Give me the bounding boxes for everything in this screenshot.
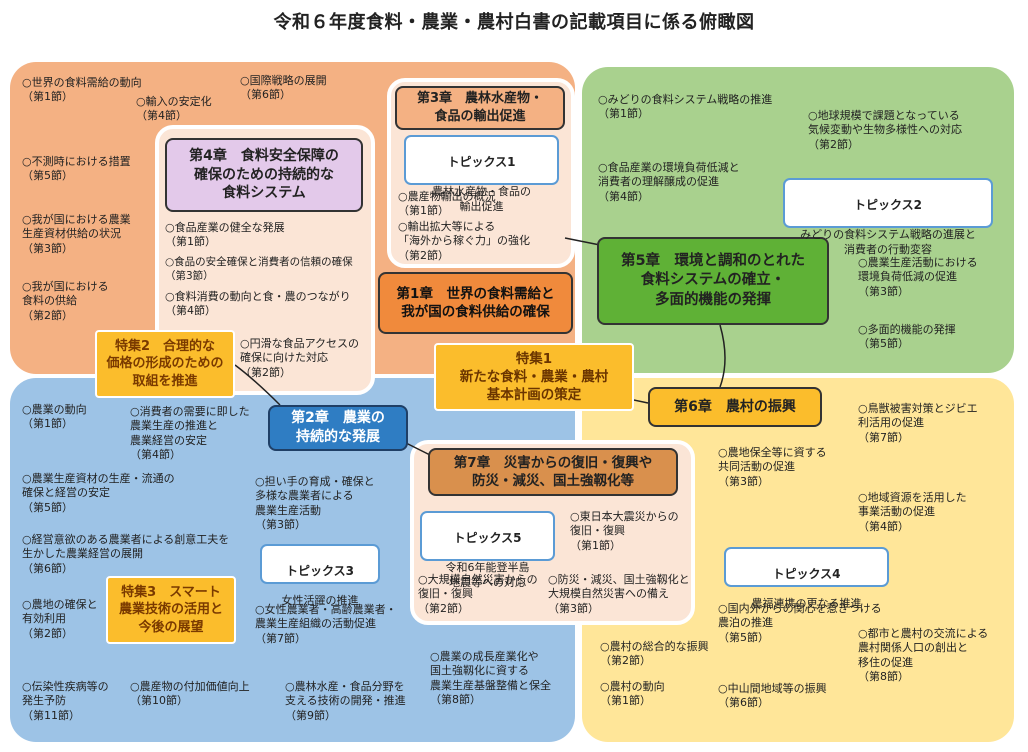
ch6-item-1: ○農村の動向 （第1節） bbox=[600, 680, 665, 708]
topic-4-title: トピックス4 bbox=[772, 566, 841, 581]
page-title: 令和６年度食料・農業・農村白書の記載項目に係る俯瞰図 bbox=[273, 12, 755, 33]
ch6-item-5: ○国内外からの関心を惹きつける 農泊の推進 （第5節） bbox=[718, 602, 882, 644]
ch5-item-4: ○食品産業の環境負荷低減と 消費者の理解醸成の促進 （第4節） bbox=[598, 161, 740, 203]
ch2-item-9: ○農林水産・食品分野を 支える技術の開発・推進 （第9節） bbox=[285, 680, 406, 722]
ch7-item-2: ○大規模自然災害からの 復旧・復興 （第2節） bbox=[418, 573, 538, 615]
topic-3-body: 女性活躍の推進 bbox=[281, 593, 359, 607]
topic-5-body: 令和6年能登半島 地震等への対応 bbox=[445, 560, 530, 589]
ch4-item-3: ○食品の安全確保と消費者の信頼の確保 （第3節） bbox=[165, 256, 353, 282]
ch5-item-1: ○みどりの食料システム戦略の推進 （第1節） bbox=[598, 93, 773, 121]
ch2-item-3: ○担い手の育成・確保と 多様な農業者による 農業生産活動 （第3節） bbox=[255, 475, 375, 531]
ch7-item-1: ○東日本大震災からの 復旧・復興 （第1節） bbox=[570, 510, 679, 552]
chapter5-box: 第5章 環境と調和のとれた 食料システムの確立・ 多面的機能の発揮 bbox=[597, 237, 829, 325]
special-feature-2: 特集2 合理的な 価格の形成のための 取組を推進 bbox=[95, 330, 235, 398]
ch6-item-4: ○地域資源を活用した 事業活動の促進 （第4節） bbox=[858, 491, 967, 533]
ch6-item-8: ○都市と農村の交流による 農村関係人口の創出と 移住の促進 （第8節） bbox=[858, 627, 989, 683]
ch6-item-7: ○鳥獣被害対策とジビエ 利活用の促進 （第7節） bbox=[858, 402, 978, 444]
ch7-item-3: ○防災・減災、国土強靱化と 大規模自然災害への備え （第3節） bbox=[548, 573, 690, 615]
chapter1-box: 第1章 世界の食料需給と 我が国の食料供給の確保 bbox=[378, 272, 573, 334]
topic-1-body: 農林水産物・食品の 輸出促進 bbox=[432, 184, 531, 213]
topic-5-title: トピックス5 bbox=[453, 530, 522, 545]
ch2-item-10: ○農産物の付加価値向上 （第10節） bbox=[130, 680, 250, 708]
ch4-item-1: ○食品産業の健全な発展 （第1節） bbox=[165, 221, 285, 249]
ch6-item-6: ○中山間地域等の振興 （第6節） bbox=[718, 682, 827, 710]
topic-2-body: みどりの食料システム戦略の進展と 消費者の行動変容 bbox=[800, 227, 976, 256]
ch2-item-5: ○農業生産資材の生産・流通の 確保と経営の安定 （第5節） bbox=[22, 472, 175, 514]
ch6-item-2: ○農村の総合的な振興 （第2節） bbox=[600, 640, 709, 668]
ch1-item-3: ○我が国における農業 生産資材供給の状況 （第3節） bbox=[22, 213, 131, 255]
chapter7-box: 第7章 災害からの復旧・復興や 防災・減災、国土強靱化等 bbox=[428, 448, 678, 496]
special-feature-1: 特集1 新たな食料・農業・農村 基本計画の策定 bbox=[434, 343, 634, 411]
topic-1-title: トピックス1 bbox=[447, 154, 516, 169]
ch4-item-4: ○食料消費の動向と食・農のつながり （第4節） bbox=[165, 290, 351, 318]
chapter2-box: 第2章 農業の 持続的な発展 bbox=[268, 405, 408, 451]
ch2-item-11: ○伝染性疾病等の 発生予防 （第11節） bbox=[22, 680, 109, 722]
ch1-item-5: ○不測時における措置 （第5節） bbox=[22, 155, 131, 183]
topic-2-title: トピックス2 bbox=[854, 197, 922, 212]
ch2-item-7: ○女性農業者・高齢農業者・ 農業生産組織の活動促進 （第7節） bbox=[255, 603, 397, 645]
topic-1-box: トピックス1 農林水産物・食品の 輸出促進 bbox=[404, 135, 559, 213]
ch2-item-4: ○消費者の需要に即した 農業生産の推進と 農業経営の安定 （第4節） bbox=[130, 405, 250, 461]
ch5-item-5: ○多面的機能の発揮 （第5節） bbox=[858, 323, 956, 351]
ch3-item-2: ○輸出拡大等による 「海外から稼ぐ力」の強化 （第2節） bbox=[398, 220, 530, 262]
ch1-item-2: ○我が国における 食料の供給 （第2節） bbox=[22, 280, 109, 322]
ch4-item-2: ○円滑な食品アクセスの 確保に向けた対応 （第2節） bbox=[240, 337, 360, 379]
ch2-item-1: ○農業の動向 （第1節） bbox=[22, 403, 87, 431]
chapter4-box: 第4章 食料安全保障の 確保のための持続的な 食料システム bbox=[165, 138, 363, 212]
topic-4-body: 農福連携の更なる推進 bbox=[751, 596, 862, 610]
topic-3-box: トピックス3 女性活躍の推進 bbox=[260, 544, 380, 607]
ch3-item-1: ○農産物輸出の概況 （第1節） bbox=[398, 190, 496, 218]
ch5-item-2: ○地球規模で課題となっている 気候変動や生物多様性への対応 （第2節） bbox=[808, 109, 962, 151]
ch2-item-2: ○農地の確保と 有効利用 （第2節） bbox=[22, 598, 98, 640]
topic-5-box: トピックス5 令和6年能登半島 地震等への対応 bbox=[420, 511, 555, 589]
ch1-item-6: ○国際戦略の展開 （第6節） bbox=[240, 74, 327, 102]
chapter6-box: 第6章 農村の振興 bbox=[648, 387, 822, 427]
ch1-item-4: ○輸入の安定化 （第4節） bbox=[136, 95, 212, 123]
ch5-item-3: ○農業生産活動における 環境負荷低減の促進 （第3節） bbox=[858, 256, 978, 298]
topic-3-title: トピックス3 bbox=[286, 563, 354, 578]
topic-2-box: トピックス2 みどりの食料システム戦略の進展と 消費者の行動変容 bbox=[783, 178, 993, 256]
topic-4-box: トピックス4 農福連携の更なる推進 bbox=[724, 547, 889, 610]
chapter3-box: 第3章 農林水産物・ 食品の輸出促進 bbox=[395, 86, 565, 130]
ch1-item-1: ○世界の食料需給の動向 （第1節） bbox=[22, 76, 142, 104]
special-feature-3: 特集3 スマート 農業技術の活用と 今後の展望 bbox=[106, 576, 236, 644]
ch6-item-3: ○農地保全等に資する 共同活動の促進 （第3節） bbox=[718, 446, 827, 488]
ch2-item-8: ○農業の成長産業化や 国土強靱化に資する 農業生産基盤整備と保全 （第8節） bbox=[430, 650, 551, 706]
ch2-item-6: ○経営意欲のある農業者による創意工夫を 生かした農業経営の展開 （第6節） bbox=[22, 533, 230, 575]
